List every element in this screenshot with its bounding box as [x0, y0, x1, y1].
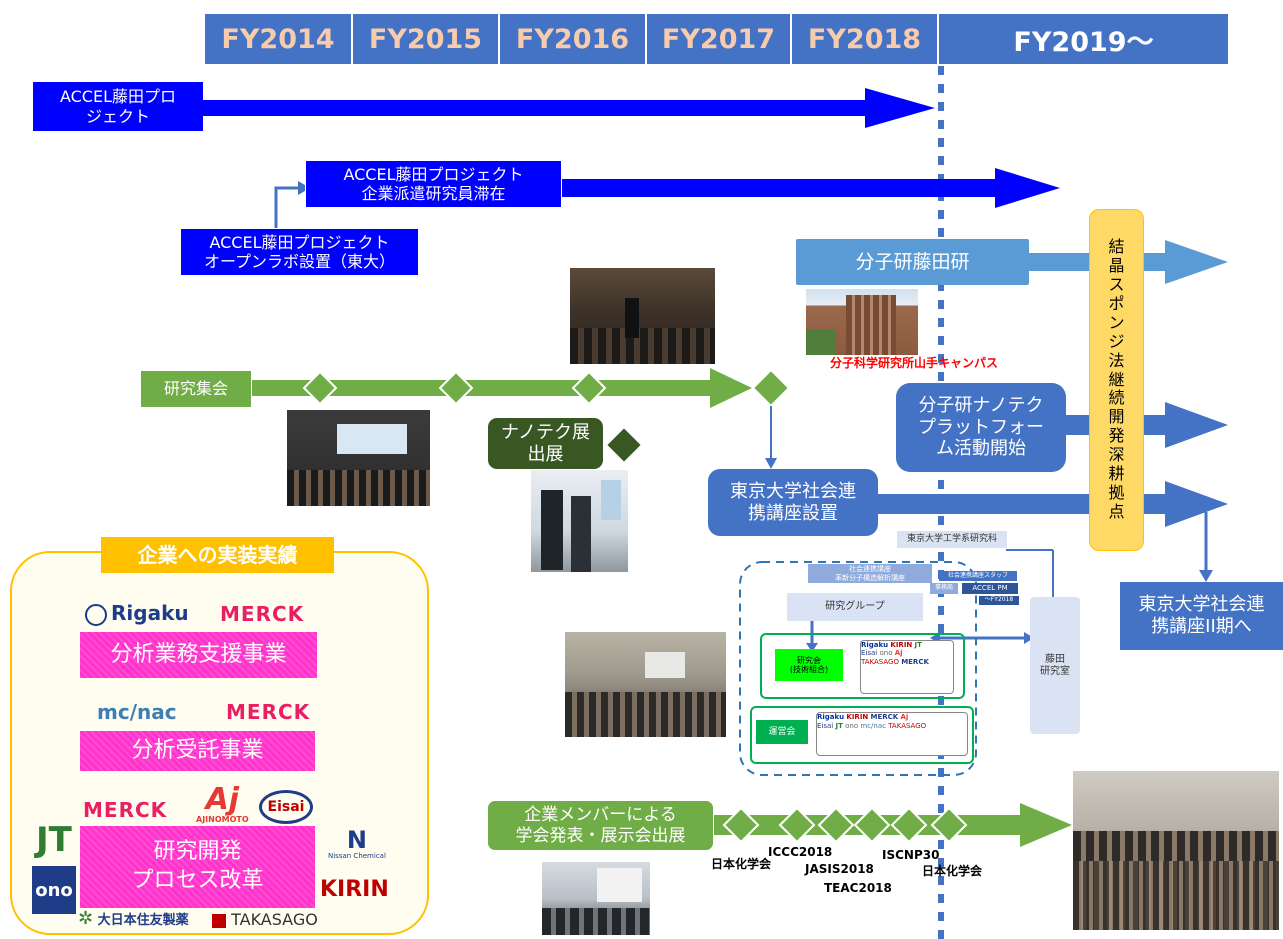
year-fy2015: FY2015: [353, 14, 498, 64]
year-fy2014: FY2014: [205, 14, 351, 64]
org-study-group-frame: [760, 633, 965, 699]
year-fy2017: FY2017: [647, 14, 790, 64]
org-staff: 社会連携講座スタッフ: [939, 571, 1017, 581]
jt-logo: JT: [36, 820, 72, 860]
member-presentations-box: 企業メンバーによる 学会発表・展示会出展: [487, 800, 714, 851]
accel-dispatch-box: ACCEL藤田プロジェクト 企業派遣研究員滞在: [305, 160, 562, 208]
research-meeting-label: 研究集会: [140, 370, 252, 408]
accel-arrow: [203, 88, 935, 128]
ut-course-arrow: [878, 481, 1228, 527]
mcnac-logo: mc/nac: [97, 700, 177, 724]
program-analysis-contract: 分析受託事業: [80, 731, 315, 771]
org-course: 社会連携講座 革新分子構造解析講座: [808, 564, 932, 583]
rigaku-logo: Rigaku: [85, 601, 189, 626]
nissan-chemical-logo: N Nissan Chemical: [328, 826, 386, 860]
meeting-photo-2: [287, 410, 430, 506]
sumitomo-logo: ✲ 大日本住友製薬: [78, 908, 189, 929]
ono-logo: ono: [32, 866, 76, 914]
ims-building-photo: [806, 289, 918, 355]
merck-logo-3: MERCK: [83, 798, 168, 822]
meeting-arrow: [252, 368, 752, 408]
org-office: 事務局: [930, 583, 958, 594]
conf-label-3: JASIS2018: [805, 862, 874, 876]
ims-nanotech-box: 分子研ナノテク プラットフォー ム活動開始: [896, 383, 1066, 472]
openlab-connector: [274, 186, 300, 228]
org-research-group: 研究グループ: [787, 593, 923, 621]
kirin-logo: KIRIN: [320, 877, 389, 902]
accel-fujita-project: ACCEL藤田プロ ジェクト: [33, 82, 203, 131]
merck-logo-1: MERCK: [220, 602, 305, 626]
lecture-photo: [565, 632, 726, 737]
companies-panel-title: 企業への実装実績: [101, 537, 334, 573]
merck-logo-2: MERCK: [226, 700, 311, 724]
crystal-sponge-base: 結 晶 ス ポ ン ジ 法 継 続 開 発 深 耕 拠 点: [1089, 209, 1144, 551]
year-fy2019-onward: FY2019〜: [939, 14, 1228, 64]
conf-label-1: 日本化学会: [711, 857, 772, 871]
org-study-members-logos: Rigaku KIRIN JT Eisai ono Aj TAKASAGO ME…: [860, 640, 954, 694]
ajinomoto-logo: Aj AJINOMOTO: [196, 782, 249, 825]
conf-label-5: ISCNP30: [882, 848, 940, 862]
org-study-group: 研究会 (技術組合): [775, 649, 843, 681]
ut-course-box: 東京大学社会連 携講座設置: [708, 469, 878, 536]
nanotech-expo-box: ナノテク展 出展: [487, 417, 604, 470]
org-fujita-lab: 藤田 研究室: [1030, 597, 1080, 734]
takasago-logo: TAKASAGO: [212, 910, 318, 929]
booth-photo: [542, 862, 650, 935]
year-fy2018: FY2018: [792, 14, 937, 64]
org-faculty: 東京大学工学系研究科: [897, 531, 1007, 548]
ims-campus-caption: 分子科学研究所山手キャンパス: [830, 356, 999, 370]
eisai-logo: Eisai: [259, 790, 313, 824]
expo-photo: [531, 470, 628, 572]
program-analysis-support: 分析業務支援事業: [80, 632, 317, 678]
program-rd-process: 研究開発 プロセス改革: [80, 826, 315, 908]
org-steering: 運営会: [756, 720, 808, 744]
audience-photo: [1073, 771, 1279, 930]
ut-course-2-box: 東京大学社会連 携講座II期へ: [1120, 582, 1283, 650]
org-steering-frame: [750, 706, 974, 764]
year-fy2016: FY2016: [500, 14, 645, 64]
ims-fujita-lab: 分子研藤田研: [796, 239, 1029, 285]
nanotech-arrow: [1065, 402, 1228, 448]
accel-openlab-box: ACCEL藤田プロジェクト オープンラボ設置（東大）: [180, 228, 419, 276]
conf-label-2: ICCC2018: [768, 845, 833, 859]
org-accel-pm: ACCEL PM: [962, 583, 1018, 594]
meeting-photo-1: [570, 268, 715, 364]
org-until: 〜FY2018: [979, 596, 1019, 605]
conf-label-6: 日本化学会: [922, 864, 983, 878]
org-steering-members-logos: Rigaku KIRIN MERCK Aj Eisai JT ono mc/na…: [816, 712, 968, 756]
dispatch-arrow: [560, 168, 1060, 208]
conf-label-4: TEAC2018: [824, 881, 892, 895]
